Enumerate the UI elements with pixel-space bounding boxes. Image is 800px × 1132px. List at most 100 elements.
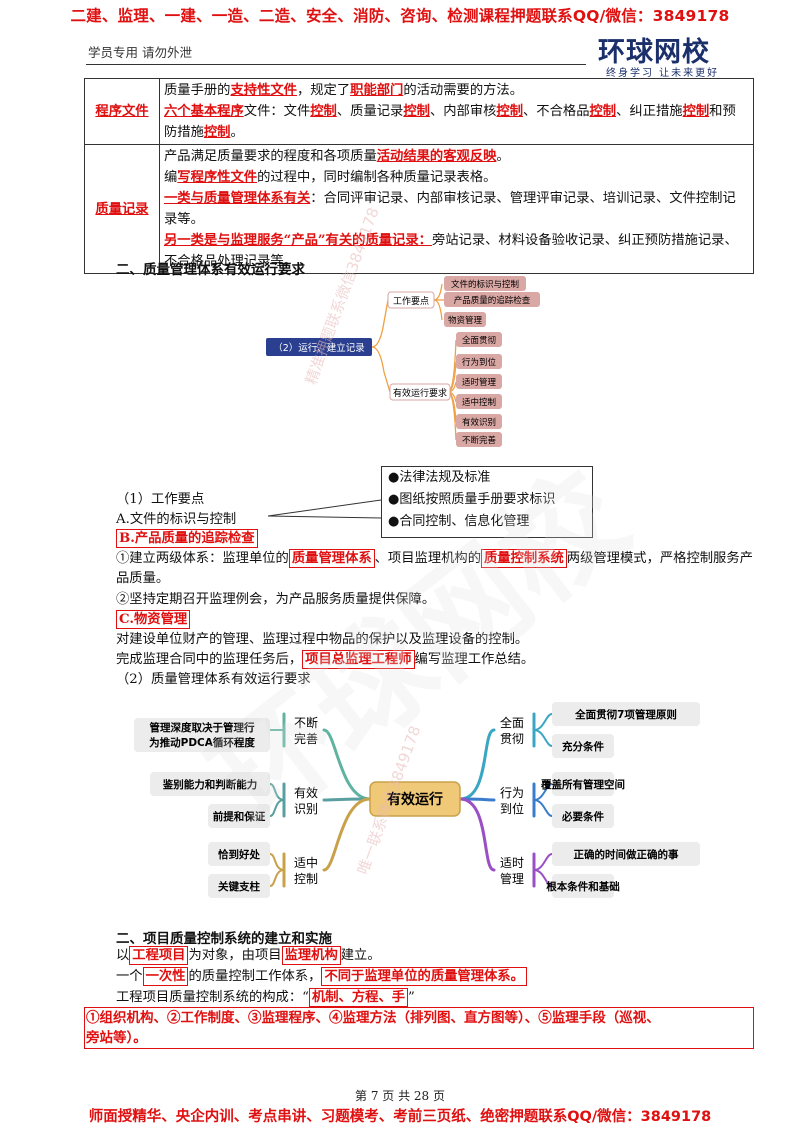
mindmap2-branch-label: 适中 (294, 855, 318, 870)
mindmap1-leaf (444, 292, 540, 307)
item-c-material-management: C.物资管理 (116, 610, 191, 630)
mindmap1-leaf (456, 354, 502, 369)
one-time-system-note: 一个一次性的质量控制工作体系，不同于监理单位的质量管理体系。 (116, 967, 527, 987)
mindmap-operation-records: （2）运行、建立记录 工作要点 有效运行要求 文件的标识与控制产品质量的追踪检查… (266, 276, 540, 447)
mindmap2-branch-label: 贯彻 (500, 732, 524, 746)
table-row: 质量记录 产品满足质量要求的程度和各项质量活动结果的客观反映。 编写程序性文件的… (84, 144, 754, 274)
mindmap2-branch-label: 不断 (294, 715, 318, 730)
mindmap2-branch-label: 管理 (500, 871, 524, 886)
section-title-project-quality-control: 二、项目质量控制系统的建立和实施 (116, 931, 332, 947)
mindmap1-leaf (456, 394, 502, 409)
table-row: 程序文件 质量手册的支持性文件，规定了职能部门的活动需要的方法。 六个基本程序文… (84, 78, 754, 145)
item-c1-property-management: 对建设单位财产的管理、监理过程中物品的保护以及监理设备的控制。 (116, 632, 529, 647)
mindmap1-branch2 (389, 383, 451, 401)
effective-operation-requirements-title: （2）质量管理体系有效运行要求 (116, 672, 311, 687)
item-a-file-control: A.文件的标识与控制 (116, 512, 237, 527)
mindmap1-branch1 (387, 291, 435, 309)
mindmap2-center (369, 781, 461, 817)
mindmap2-leaf-label: 鉴别能力和判断能力 (162, 778, 258, 791)
mindmap2-leaf (552, 734, 614, 758)
work-points-title: （1）工作要点 (116, 492, 205, 507)
logo-main-text: 环球网校 (598, 37, 710, 68)
callout-pointer (268, 499, 382, 519)
page-number: 第 7 页 共 28 页 (355, 1089, 445, 1103)
callout-item: ●合同控制、信息化管理 (388, 514, 530, 529)
mindmap2-leaf-label: 必要条件 (561, 810, 604, 823)
row-content-records: 产品满足质量要求的程度和各项质量活动结果的客观反映。 编写程序性文件的过程中，同… (159, 144, 754, 274)
callout-item: ●图纸按照质量手册要求标识 (388, 492, 556, 507)
mindmap2-leaf (150, 772, 270, 796)
item-c2-work-summary: 完成监理合同中的监理任务后，项目总监理工程师编写监理工作总结。 (116, 650, 535, 669)
composition-list-line2: 旁站等）。 (86, 1030, 147, 1046)
mindmap2-leaf-label: 覆盖所有管理空间 (541, 778, 625, 791)
mindmap1-branch2-label: 有效运行要求 (393, 387, 447, 399)
bottom-banner: 师面授精华、央企内训、考点串讲、习题模考、考前三页纸、绝密押题联系QQ/微信：3… (88, 1109, 712, 1125)
mindmap1-branch1-label: 工作要点 (393, 295, 429, 307)
callout-file-control: ●法律法规及标准 ●图纸按照质量手册要求标识 ●合同控制、信息化管理 (381, 466, 593, 538)
mindmap1-leaf-label: 适时管理 (462, 377, 497, 388)
row-label-procedure: 程序文件 (84, 78, 160, 145)
mindmap2-leaf (134, 718, 270, 752)
mindmap2-branch-label: 识别 (294, 802, 318, 816)
logo-slogan: 终身学习 让未来更好 (606, 68, 720, 79)
mindmap1-leaf-label: 全面贯彻 (462, 335, 496, 346)
mindmap1-leaf-label: 不断完善 (462, 435, 497, 446)
mindmap1-leaf-label: 行为到位 (462, 357, 497, 368)
project-control-object: 以工程项目为对象，由项目监理机构建立。 (116, 946, 381, 965)
composition-box (84, 1007, 754, 1049)
mindmap1-leaf-label: 产品质量的追踪检查 (454, 295, 531, 306)
item-b2-regular-meeting: ②坚持定期召开监理例会，为产品服务质量提供保障。 (116, 592, 436, 607)
row-content-procedure: 质量手册的支持性文件，规定了职能部门的活动需要的方法。 六个基本程序文件：文件控… (159, 78, 754, 145)
header-divider (86, 64, 586, 65)
mindmap1-leaf (444, 312, 486, 327)
mindmap2-branch-label: 全面 (500, 715, 524, 730)
mindmap2-leaf (552, 874, 614, 898)
mindmap2-leaf-label: 全面贯彻7项管理原则 (574, 708, 677, 721)
composition-list-line1: ①组织机构、②工作制度、③监理程序、④监理方法（排列图、直方图等）、⑤监理手段（… (86, 1010, 660, 1026)
mindmap1-leaf (444, 276, 526, 291)
row-label-records: 质量记录 (84, 144, 160, 274)
item-b-quality-tracking: B.产品质量的追踪检查 (116, 529, 258, 549)
section-title-effective-operation: 二、质量管理体系有效运行要求 (116, 262, 305, 278)
mindmap2-branch-label: 到位 (500, 801, 524, 816)
mindmap1-leaf-label: 物资管理 (448, 315, 483, 326)
item-b1-two-level-system: ①建立两级体系：监理单位的质量管理体系、项目监理机构的质量控制系统两级管理模式，… (116, 549, 753, 586)
mindmap1-leaf (456, 414, 502, 429)
callout-item: ●法律法规及标准 (388, 470, 491, 485)
mindmap1-leaf-label: 适中控制 (462, 397, 496, 408)
mindmap2-center-label: 有效运行 (387, 791, 443, 808)
mindmap2-leaf (552, 702, 700, 726)
mindmap2-branch-label: 完善 (294, 731, 318, 746)
mindmap2-branch-label: 适时 (500, 856, 524, 870)
system-composition: 工程项目质量控制系统的构成：“机制、方程、手” (116, 988, 415, 1007)
mindmap1-leaf-label: 有效识别 (462, 417, 496, 428)
mindmap1-root-label: （2）运行、建立记录 (273, 342, 365, 354)
mindmap2-leaf (552, 804, 614, 828)
mindmap2-leaf (208, 804, 270, 828)
mindmap2-leaf (552, 772, 614, 796)
brand-logo: 环球网校 终身学习 让未来更好 (596, 30, 736, 79)
mindmap2-leaf-label: 为推动PDCA循环程度 (149, 736, 255, 749)
mindmap1-leaf (456, 432, 502, 447)
mindmap1-leaf (456, 374, 502, 389)
mindmap2-leaf (208, 874, 270, 898)
mindmap2-leaf-label: 充分条件 (562, 740, 604, 753)
quality-docs-table: 程序文件 质量手册的支持性文件，规定了职能部门的活动需要的方法。 六个基本程序文… (84, 78, 754, 274)
mindmap2-branch-label: 行为 (500, 786, 524, 800)
mindmap2-branch-label: 控制 (294, 872, 318, 886)
student-note: 学员专用 请勿外泄 (88, 45, 192, 60)
mindmap2-leaf-label: 根本条件和基础 (546, 880, 620, 893)
mindmap2-leaf-label: 前提和保证 (213, 810, 266, 823)
mindmap2-leaf-label: 正确的时间做正确的事 (574, 848, 679, 861)
mindmap1-leaf-label: 文件的标识与控制 (451, 279, 519, 290)
top-banner: 二建、监理、一建、一造、二造、安全、消防、咨询、检测课程押题联系QQ/微信：38… (70, 7, 730, 25)
mindmap2-leaf (208, 842, 270, 866)
mindmap2-leaf (552, 842, 700, 866)
mindmap1-root (266, 338, 372, 356)
mindmap2-leaf-label: 管理深度取决于管理行 (150, 721, 255, 734)
mindmap1-leaf (456, 332, 502, 347)
mindmap2-leaf-label: 关键支柱 (218, 880, 260, 893)
mindmap2-branch-label: 有效 (294, 785, 318, 800)
mindmap2-leaf-label: 恰到好处 (218, 848, 260, 861)
